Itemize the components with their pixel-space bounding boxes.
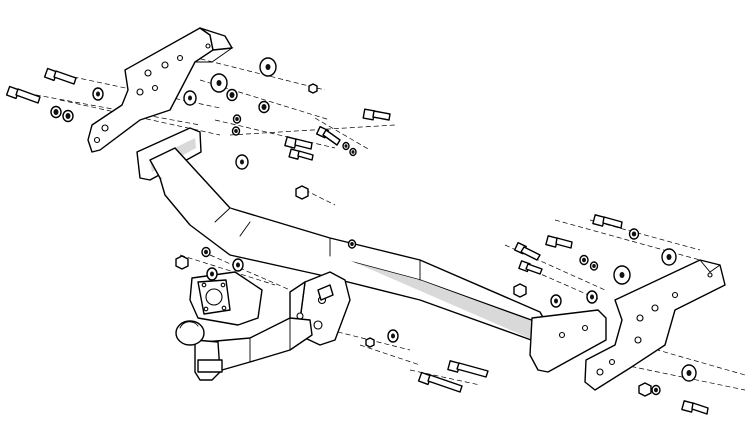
bolt (5, 85, 41, 104)
bolt (513, 241, 541, 261)
bolt (417, 371, 463, 393)
spring-washer (50, 105, 62, 119)
spring-washer (232, 114, 242, 124)
bolt (518, 260, 543, 275)
tow-ball (175, 320, 223, 381)
washer (661, 248, 677, 266)
bolt (284, 136, 313, 150)
bolt (43, 67, 77, 85)
nuts (175, 83, 652, 397)
bolt (681, 400, 709, 415)
right-mounting-bracket (584, 259, 726, 391)
bolt (447, 360, 489, 378)
spring-washer (628, 228, 640, 240)
washer (206, 267, 218, 281)
left-mounting-bracket (87, 27, 234, 153)
bolt (545, 235, 573, 249)
washer (550, 294, 562, 308)
spring-washer (589, 261, 599, 271)
crossbar-tube (136, 127, 607, 373)
spring-washer (201, 246, 211, 258)
washer (183, 90, 197, 106)
bolt (288, 148, 314, 161)
bolt (592, 214, 623, 229)
washer (210, 73, 228, 93)
nut (295, 185, 309, 200)
washer (387, 329, 399, 343)
nut (365, 337, 375, 348)
socket-plate (189, 271, 263, 326)
nut (308, 83, 318, 94)
nut (638, 382, 652, 397)
bolts (5, 67, 709, 415)
washer (259, 57, 277, 77)
bolt (315, 125, 341, 146)
spring-washer (258, 100, 270, 114)
spring-washer (342, 141, 350, 151)
washers (92, 57, 697, 382)
spring-washer (231, 126, 241, 136)
washer (613, 265, 631, 285)
washer (92, 87, 104, 101)
spring-washers (50, 88, 661, 396)
spring-washer (226, 88, 238, 102)
spring-washer (349, 147, 357, 157)
nut (513, 283, 527, 298)
spring-washer (62, 109, 74, 123)
spring-washer (651, 384, 661, 396)
nut (175, 255, 189, 270)
spring-washer (347, 239, 357, 249)
washer (235, 154, 249, 170)
bolt (362, 108, 391, 121)
washer (586, 290, 598, 304)
washer (232, 258, 244, 272)
washer (681, 364, 697, 382)
spring-washer (579, 254, 589, 266)
